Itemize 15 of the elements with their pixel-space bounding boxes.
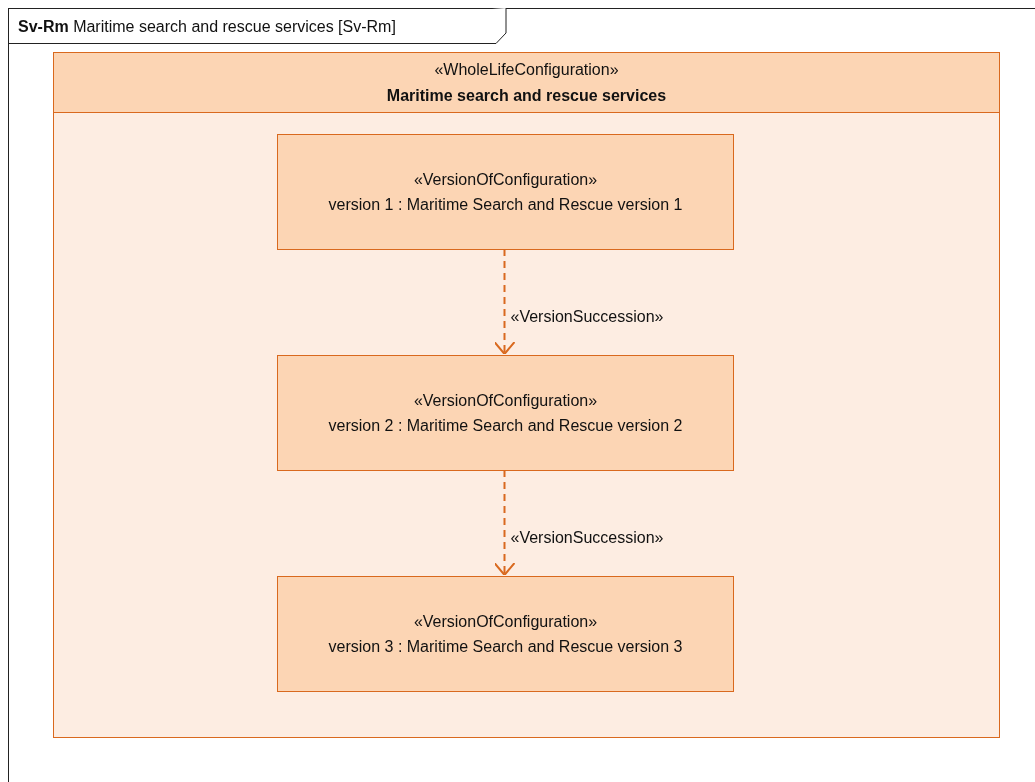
stereotype-label: «VersionOfConfiguration» bbox=[413, 390, 598, 410]
package-box bbox=[53, 52, 1000, 738]
block-box bbox=[277, 134, 734, 250]
block-name: version 2 : Maritime Search and Rescue version 2 bbox=[328, 416, 683, 436]
block-name: version 1 : Maritime Search and Rescue version 1 bbox=[328, 195, 683, 215]
dependency-arrow bbox=[493, 248, 516, 355]
block-box bbox=[277, 576, 734, 692]
block-name: version 3 : Maritime Search and Rescue version 3 bbox=[328, 637, 683, 657]
package-name: Maritime search and rescue services bbox=[386, 85, 667, 105]
diagram-title: Sv-Rm Maritime search and rescue services [Sv-Rm] bbox=[18, 18, 396, 36]
stereotype-label: «VersionOfConfiguration» bbox=[413, 611, 598, 631]
stereotype-label: «VersionOfConfiguration» bbox=[413, 169, 598, 189]
dependency-arrow bbox=[493, 469, 516, 576]
block-box bbox=[277, 355, 734, 471]
stereotype-label: «WholeLifeConfiguration» bbox=[434, 60, 619, 80]
